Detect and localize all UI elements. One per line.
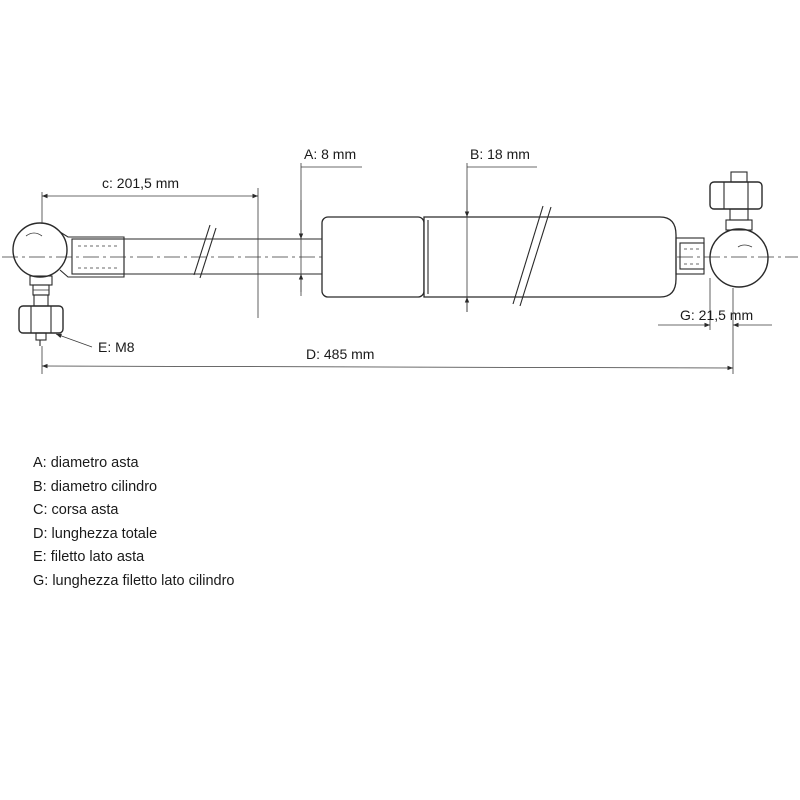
piston-rod — [124, 224, 322, 279]
legend-item: G: lunghezza filetto lato cilindro — [33, 572, 235, 589]
dimension-c: c: 201,5 mm — [41, 175, 259, 318]
legend-item: E: filetto lato asta — [33, 549, 145, 565]
cylinder — [321, 205, 677, 307]
dimension-b: B: 18 mm — [464, 146, 537, 312]
label-dimension-g: G: 21,5 mm — [680, 307, 753, 323]
dimension-e: E: M8 — [55, 333, 135, 355]
gas-spring-technical-drawing: A: 8 mm B: 18 mm c: 201,5 mm D: 485 mm E… — [2, 146, 798, 374]
label-dimension-e: E: M8 — [98, 339, 135, 355]
left-threaded-stud — [59, 231, 125, 278]
right-ball-joint — [709, 171, 769, 288]
legend-item: C: corsa asta — [33, 502, 119, 518]
right-threaded-stud — [675, 237, 705, 275]
label-dimension-c: c: 201,5 mm — [102, 175, 179, 191]
legend-item: A: diametro asta — [33, 455, 139, 471]
label-dimension-b: B: 18 mm — [470, 146, 530, 162]
legend-item: D: lunghezza totale — [33, 525, 158, 542]
left-ball-joint — [12, 222, 68, 346]
label-dimension-a: A: 8 mm — [304, 146, 356, 162]
dimension-d: D: 485 mm — [41, 288, 734, 374]
legend-item: B: diametro cilindro — [33, 478, 158, 495]
dimension-a: A: 8 mm — [298, 146, 362, 296]
label-dimension-d: D: 485 mm — [306, 346, 374, 362]
dimension-legend: A: diametro asta B: diametro cilindro C:… — [33, 452, 235, 593]
dimension-g: G: 21,5 mm — [658, 278, 772, 330]
